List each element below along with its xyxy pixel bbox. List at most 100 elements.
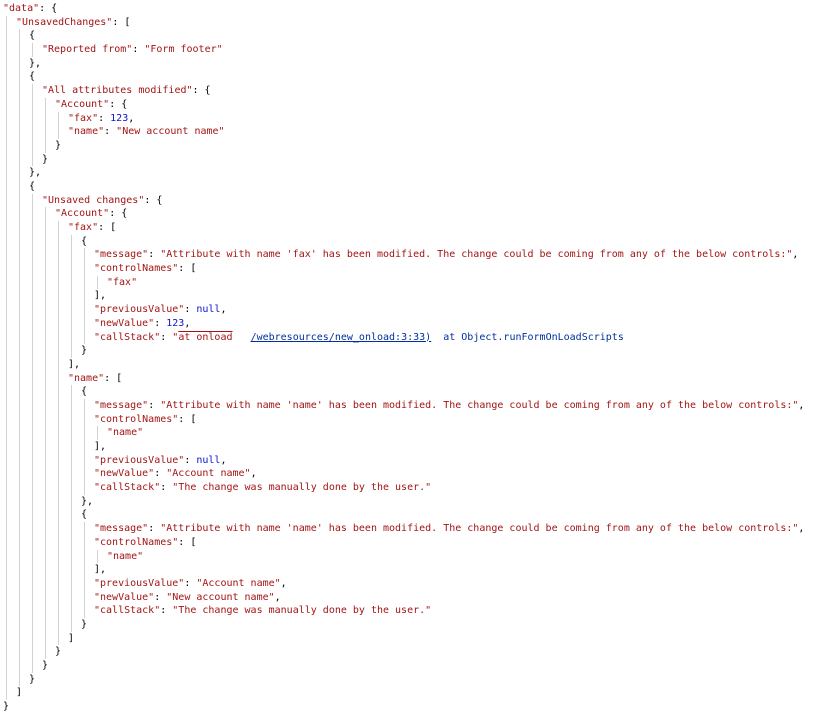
json-punct: , [798, 523, 805, 535]
json-punct: : [160, 605, 173, 617]
indent-guide [3, 426, 16, 440]
indent-guide [68, 549, 81, 564]
json-key: "Unsaved changes" [42, 194, 145, 206]
json-key: "message" [94, 523, 149, 535]
indent-guide [29, 604, 42, 618]
indent-guide [68, 522, 81, 536]
indent-guide [16, 138, 29, 153]
json-string: "fax" [107, 276, 138, 288]
indent-guide [55, 549, 68, 564]
indent-guide [16, 508, 29, 523]
indent-guide [16, 125, 29, 139]
indent-guide [29, 43, 42, 57]
indent-guide [42, 207, 55, 221]
indent-guide [81, 535, 94, 550]
indent-guide [16, 426, 29, 440]
indent-guide [16, 289, 29, 304]
indent-guide [3, 398, 16, 413]
indent-guide [81, 549, 94, 564]
json-punct: { [81, 386, 88, 398]
indent-guide [29, 111, 42, 126]
indent-guide [68, 563, 81, 577]
indent-guide [3, 467, 16, 482]
indent-guide [3, 248, 16, 263]
indent-guide [29, 248, 42, 263]
json-line: "Reported from": "Form footer" [3, 43, 813, 57]
indent-guide [42, 590, 55, 605]
json-punct: : [132, 44, 145, 56]
json-punct: , [792, 249, 799, 261]
indent-guide [68, 248, 81, 263]
json-number: 123 [166, 317, 185, 329]
json-punct: : [184, 577, 197, 589]
indent-guide [55, 453, 68, 468]
json-onload: at onload [178, 331, 233, 343]
json-key: "Account" [55, 98, 110, 110]
indent-guide [55, 481, 68, 495]
indent-guide [16, 193, 29, 208]
indent-guide [29, 275, 42, 290]
json-line: "callStack": "The change was manually do… [3, 481, 813, 495]
json-key: "All attributes modified" [42, 85, 193, 97]
json-line: }, [3, 166, 813, 180]
indent-guide [55, 467, 68, 482]
indent-guide [29, 221, 42, 235]
json-string: "Attribute with name 'fax' has been modi… [160, 249, 793, 261]
indent-guide [3, 70, 16, 85]
json-string: "name" [107, 427, 144, 439]
indent-guide [29, 125, 42, 139]
indent-guide [42, 221, 55, 235]
indent-guide [42, 494, 55, 509]
json-string [233, 332, 251, 343]
indent-guide [16, 576, 29, 591]
json-key: "controlNames" [94, 413, 179, 425]
json-punct: } [55, 646, 62, 658]
json-punct: , [220, 454, 227, 466]
json-line: ], [3, 563, 813, 577]
indent-guide [55, 248, 68, 263]
indent-guide [81, 481, 94, 495]
indent-guide [55, 535, 68, 550]
json-line: "newValue": "New account name", [3, 590, 813, 605]
stack-link[interactable]: /webresources/new_onload:3:33) [250, 331, 432, 343]
indent-guide [68, 412, 81, 427]
json-punct: : [184, 454, 197, 466]
indent-guide [16, 111, 29, 126]
indent-guide [3, 672, 16, 687]
indent-guide [3, 453, 16, 468]
indent-guide [29, 494, 42, 509]
indent-guide [16, 604, 29, 618]
indent-guide [42, 604, 55, 618]
indent-guide [55, 590, 68, 605]
indent-guide [42, 549, 55, 564]
indent-guide [16, 262, 29, 276]
indent-guide [42, 440, 55, 454]
indent-guide [3, 686, 16, 701]
json-string: "New account name" [166, 591, 275, 603]
indent-guide [3, 645, 16, 659]
indent-guide [3, 43, 16, 57]
indent-guide [81, 563, 94, 577]
indent-guide [29, 152, 42, 167]
json-key: "name" [68, 126, 105, 138]
json-line: "controlNames": [ [3, 535, 813, 550]
json-line: { [3, 179, 813, 194]
indent-guide [55, 385, 68, 399]
indent-guide [3, 56, 16, 71]
json-punct: : [ [98, 222, 117, 233]
json-line: "message": "Attribute with name 'name' h… [3, 398, 813, 413]
json-line: ], [3, 440, 813, 454]
indent-guide [16, 398, 29, 413]
json-line: ], [3, 357, 813, 372]
indent-guide [29, 563, 42, 577]
json-line: "All attributes modified": { [3, 84, 813, 98]
json-string: "name" [107, 550, 144, 562]
indent-guide [42, 125, 55, 139]
json-key: "message" [94, 249, 149, 261]
indent-guide [42, 371, 55, 386]
indent-guide [29, 207, 42, 221]
indent-guide [3, 440, 16, 454]
json-punct: ] [16, 687, 23, 699]
json-key: "callStack" [94, 331, 161, 343]
